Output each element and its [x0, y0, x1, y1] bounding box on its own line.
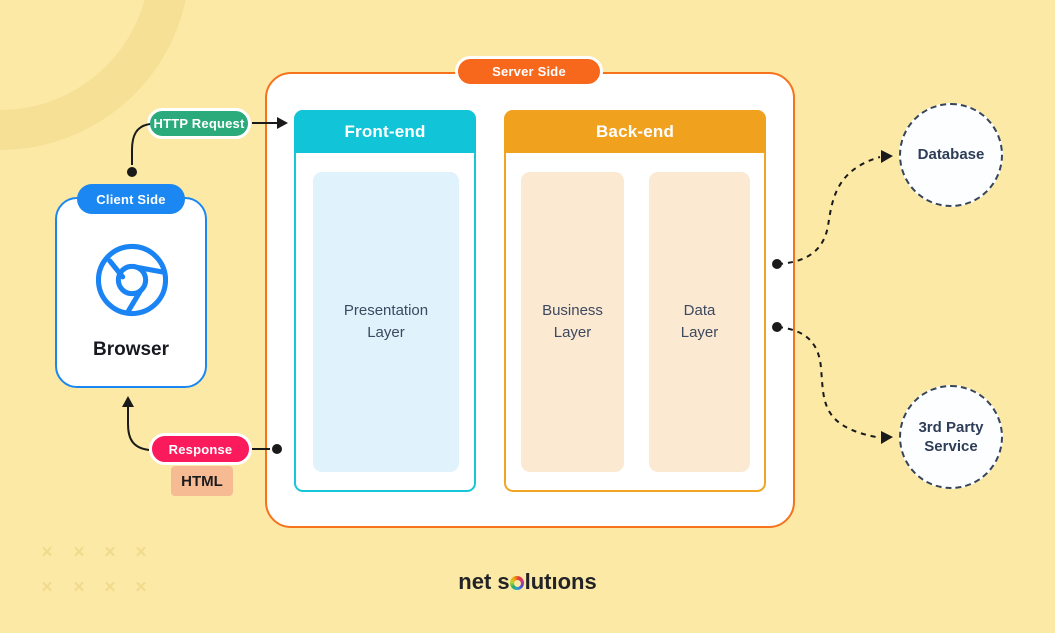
chrome-browser-icon: [95, 243, 169, 317]
logo-text-right: lutıons: [524, 569, 597, 594]
arrowhead-to-browser: [122, 396, 134, 407]
logo-text-left: net s: [458, 569, 510, 594]
browser-label: Browser: [92, 339, 170, 360]
logo-color-ring-icon: [510, 576, 525, 590]
data-layer-label: Data Layer: [680, 302, 719, 341]
client-side-badge: Client Side: [77, 184, 185, 214]
presentation-layer-box: Presentation Layer: [313, 172, 459, 472]
third-party-service-label: 3rd Party Service: [918, 418, 984, 456]
response-badge: Response: [149, 433, 252, 465]
business-layer-label: Business Layer: [542, 302, 603, 341]
database-node: Database: [899, 103, 1003, 207]
arrowhead-to-database: [881, 150, 893, 163]
html-payload-tag: HTML: [171, 466, 233, 496]
arrowhead-to-thirdparty: [881, 431, 893, 444]
net-solutions-logo: net s lutıons: [0, 569, 1055, 595]
presentation-layer-label: Presentation Layer: [343, 302, 429, 341]
http-request-badge: HTTP Request: [147, 108, 251, 139]
business-layer-box: Business Layer: [521, 172, 624, 472]
connector-dot: [127, 167, 137, 177]
database-label: Database: [917, 146, 985, 164]
server-side-badge: Server Side: [455, 56, 603, 87]
frontend-header: Front-end: [294, 110, 476, 153]
x-mark: [72, 546, 86, 560]
third-party-service-node: 3rd Party Service: [899, 385, 1003, 489]
data-layer-box: Data Layer: [649, 172, 750, 472]
backend-header: Back-end: [504, 110, 766, 153]
x-mark: [103, 546, 117, 560]
x-mark: [40, 546, 54, 560]
client-to-request-line: [131, 123, 151, 165]
x-mark: [134, 546, 148, 560]
response-to-browser-line: [127, 405, 150, 451]
